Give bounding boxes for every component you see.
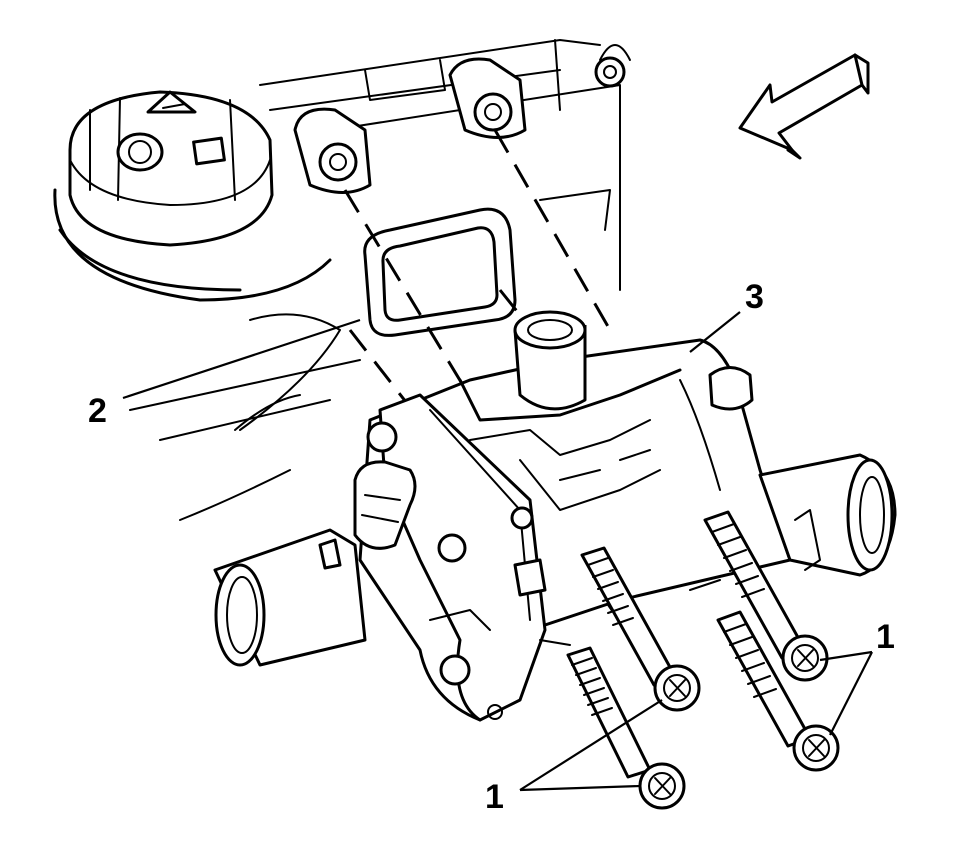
leader-lines: [122, 311, 873, 792]
thermostat-housing: [213, 310, 897, 722]
callout-housing: 3: [745, 278, 764, 316]
bolt-back-right: [703, 510, 829, 682]
arrow-left-down-icon: [738, 53, 870, 160]
mounting-boss-right: [448, 57, 527, 139]
bolt-front-right: [716, 610, 840, 772]
mounting-boss-left: [293, 107, 372, 194]
coolant-cap-icon: [53, 90, 332, 302]
bolt-front-left: [566, 646, 686, 810]
callout-bolts-lower: 1: [485, 778, 504, 816]
background-bolt: [594, 56, 626, 88]
gasket: [363, 207, 517, 337]
engine-block-background: [129, 39, 631, 521]
callout-gasket: 2: [88, 392, 107, 430]
warning-triangle-icon: [146, 90, 197, 114]
callout-bolts-right: 1: [876, 618, 895, 656]
bolt-back-left: [580, 546, 701, 712]
